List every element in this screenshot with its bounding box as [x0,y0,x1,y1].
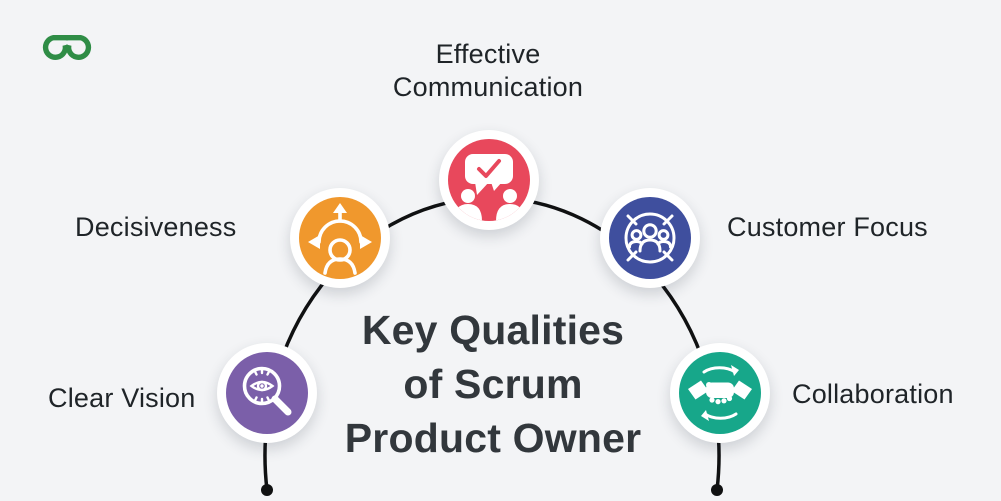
eye-magnifier-icon [242,366,292,416]
person-right-body [496,204,524,221]
node-decisiveness [290,188,390,288]
person-right-head [657,229,670,241]
arc-end-dot-right [711,484,723,496]
eye-outline [249,380,275,392]
label-decisiveness: Decisiveness [75,212,237,242]
bubble-tail-2 [491,182,502,191]
person-left-head [461,189,475,203]
label-effective-communication: Effective Communication [392,39,584,102]
person-left-body [454,204,482,221]
checkmark [477,159,501,178]
geeksforgeeks-logo [42,34,92,60]
arrow-right [360,235,372,249]
eye-iris [256,380,268,392]
bubble-tail [475,182,489,195]
logo-left-g [42,34,69,60]
person-right-head [503,189,517,203]
node-disc [679,352,761,434]
arrow-left [308,235,320,249]
node-disc [448,139,530,221]
node-effective-communication [439,130,539,230]
cycle-arrow-bottom [703,412,738,420]
label-clear-vision: Clear Vision [48,383,196,413]
title-line-2: of Scrum [403,361,583,407]
person-shoulders [323,257,357,275]
node-disc [609,197,691,279]
label-collaboration: Collaboration [792,379,954,409]
cycle-arrowhead-bottom [701,410,709,421]
person-center-head [642,223,658,239]
page-title: Key Qualities of Scrum Product Owner [345,303,641,465]
person-center-body [638,238,662,253]
node-collaboration [670,343,770,443]
cycle-arrowhead-top [731,365,739,376]
label-customer-focus: Customer Focus [727,212,928,242]
cycle-arrow-top [702,366,737,374]
handshake-cycle-icon [688,365,752,421]
magnifier-handle [271,395,292,416]
node-customer-focus [600,188,700,288]
title-line-3: Product Owner [344,415,642,461]
handshake [688,380,752,405]
people-target-icon [624,212,676,264]
arc-end-dot-left [261,484,273,496]
person-left-head [630,229,643,241]
person-choice-arrows-icon [308,203,372,275]
logo-right-g [65,34,92,60]
speech-bubble-check-icon [454,154,524,221]
person-right-body [656,239,672,249]
person-head [328,238,352,262]
target-ring [624,212,676,264]
node-clear-vision [217,343,317,443]
person-left-body [628,239,644,249]
node-disc [299,197,381,279]
node-disc [226,352,308,434]
eye-pupil [260,384,264,388]
title-line-1: Key Qualities [361,307,625,353]
speech-bubble [465,154,513,184]
arrow-up [333,203,347,213]
